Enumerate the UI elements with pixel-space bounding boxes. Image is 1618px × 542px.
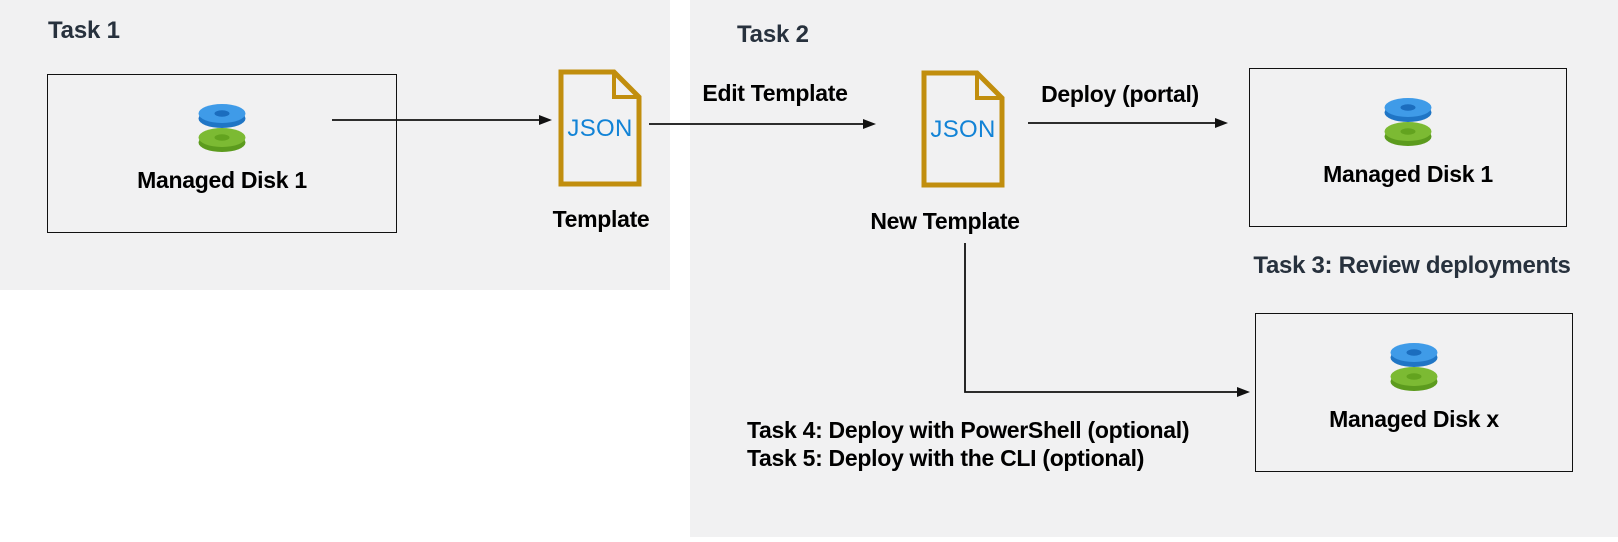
json-file-type-text: JSON [930,116,996,143]
json-file-type-text: JSON [567,115,633,142]
new-template-label: New Template [870,208,1020,234]
edit-template-arrow-label: Edit Template [702,80,848,106]
managed-disk-icon [1384,98,1432,146]
source-disk-label: Managed Disk 1 [137,167,307,193]
template-node: JSON [557,68,643,188]
managed-disk-icon [198,104,246,152]
task1-heading: Task 1 [48,17,120,44]
task2-heading: Task 2 [737,21,809,48]
template-label: Template [552,206,650,232]
deployed-disk-portal-node: Managed Disk 1 [1249,68,1567,227]
task4-caption: Task 4: Deploy with PowerShell (optional… [747,417,1190,443]
deployed-disk-portal-label: Managed Disk 1 [1323,161,1493,187]
task1-panel [0,0,670,290]
managed-disk-icon [1390,343,1438,391]
task3-caption: Task 3: Review deployments [1253,252,1571,279]
task5-caption: Task 5: Deploy with the CLI (optional) [747,445,1145,471]
source-disk-node: Managed Disk 1 [47,74,397,233]
json-file-icon [558,69,642,187]
new-template-node: JSON [920,69,1006,189]
deployed-disk-x-node: Managed Disk x [1255,313,1573,472]
json-file-icon [921,70,1005,188]
deployed-disk-x-label: Managed Disk x [1329,406,1499,432]
deploy-portal-arrow-label: Deploy (portal) [1041,81,1199,107]
